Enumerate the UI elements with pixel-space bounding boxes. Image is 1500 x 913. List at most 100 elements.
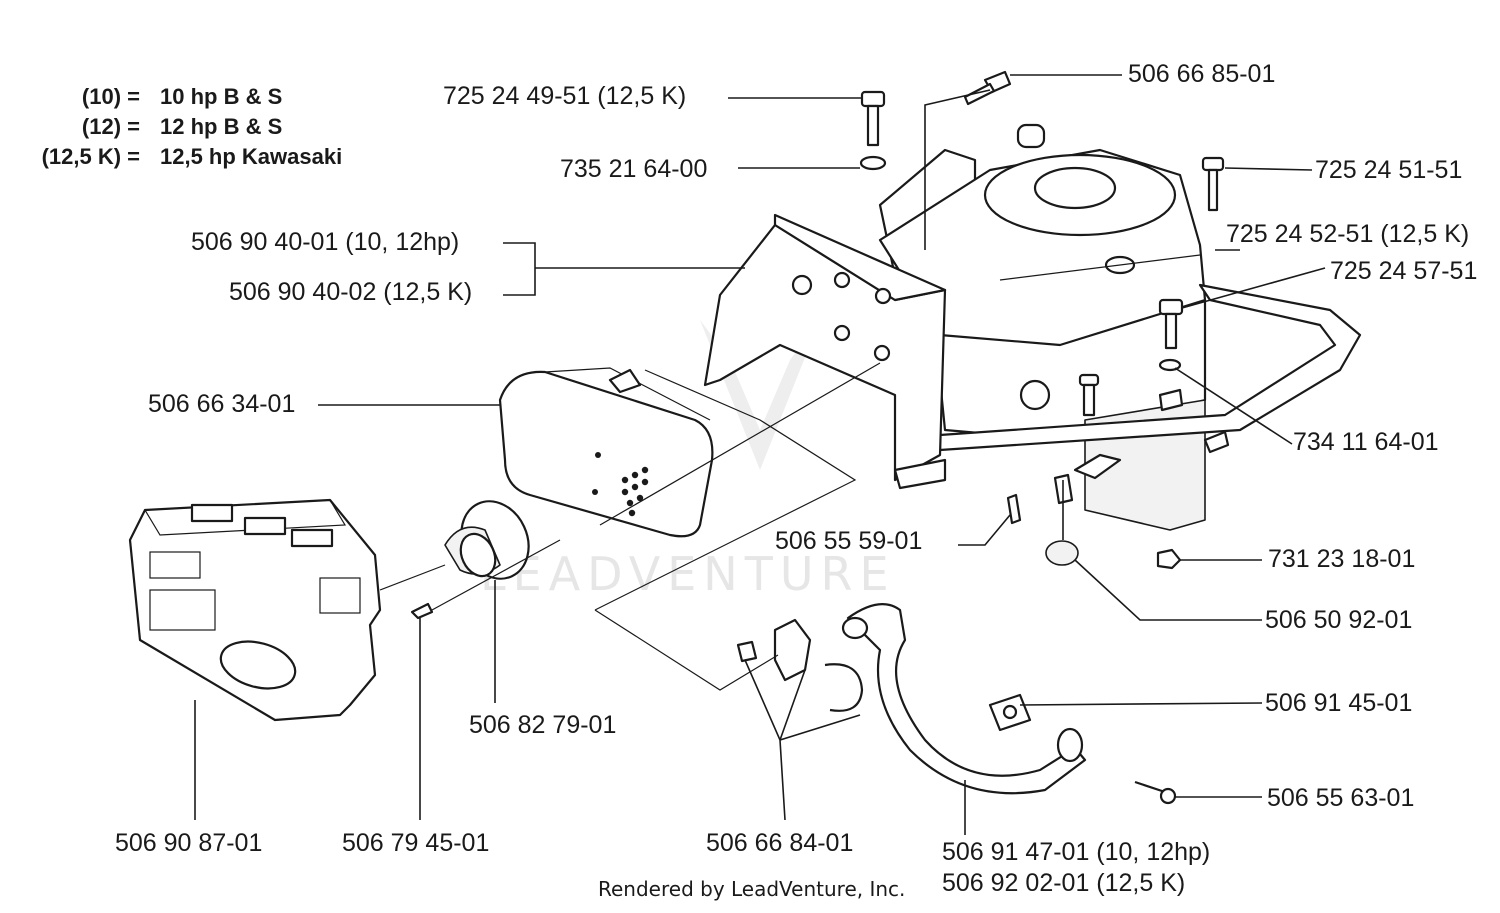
leader-734116401	[1174, 367, 1293, 445]
bolt-head	[860, 90, 886, 108]
engine-assembly	[703, 123, 1362, 531]
guard-vent-slot-3	[290, 528, 334, 548]
bracket-hole-4	[833, 324, 851, 342]
muffler-top-seam	[544, 367, 711, 421]
exhaust-bolt-head	[1159, 787, 1177, 805]
label-506827901: 506 82 79-01	[469, 711, 616, 739]
guard-vent-grid	[149, 551, 361, 631]
arrestor-tip	[459, 532, 497, 578]
watermark-logo	[700, 320, 820, 470]
muffler-inlet	[608, 368, 642, 394]
label-506904002: 506 90 40-02 (12,5 K)	[229, 278, 472, 306]
engine-air-intake	[1033, 166, 1117, 210]
gasket-hole	[1002, 704, 1018, 720]
frame-tab	[1203, 430, 1230, 454]
muffler-guard-screw	[410, 602, 434, 620]
label-725244951: 725 24 49-51 (12,5 K)	[443, 82, 686, 110]
label-506920201: 506 92 02-01 (12,5 K)	[942, 869, 1185, 897]
bracket-hole-5	[873, 344, 891, 362]
bolt-head	[1158, 298, 1184, 316]
muffler-vent	[595, 452, 601, 458]
leader-725245751	[1181, 267, 1326, 309]
nut	[1156, 548, 1182, 570]
guard-oval-opening	[219, 640, 297, 690]
label-725245251: 725 24 52-51 (12,5 K)	[1226, 220, 1469, 248]
watermark-text: LEADVENTURE	[480, 547, 896, 601]
engine-bracket-foot	[893, 458, 947, 490]
spacer-bushing	[1045, 540, 1079, 566]
render-credit: Rendered by LeadVenture, Inc.	[598, 877, 905, 901]
label-506904001: 506 90 40-01 (10, 12hp)	[191, 228, 459, 256]
clamp-nut	[736, 640, 758, 663]
shaft-key	[1006, 493, 1022, 525]
leader-506668501-b	[924, 89, 991, 250]
bracket-506904001	[503, 242, 536, 296]
washer	[1158, 358, 1182, 372]
engine-frame-tube	[938, 283, 1362, 452]
label-506668401: 506 66 84-01	[706, 829, 853, 857]
leader-506668401	[744, 659, 861, 821]
muffler	[498, 367, 714, 538]
label-506555901: 506 55 59-01	[775, 527, 922, 555]
bolt-shank	[866, 104, 880, 147]
reference-line	[594, 609, 779, 691]
engine-front-bracket	[703, 223, 947, 482]
label-725245151: 725 24 51-51	[1315, 156, 1462, 184]
bolt-head	[1201, 156, 1225, 172]
guard-vent-slot-2	[243, 516, 287, 536]
callout-labels: 725 24 49-51 (12,5 K) 506 66 85-01 735 2…	[115, 60, 1477, 897]
label-506509201: 506 50 92-01	[1265, 606, 1412, 634]
label-506908701: 506 90 87-01	[115, 829, 262, 857]
reference-line	[599, 362, 881, 526]
reference-line	[594, 369, 857, 611]
engine-exhaust-port	[1019, 379, 1051, 411]
washer	[859, 155, 887, 171]
exhaust-pipe-flange	[1056, 727, 1084, 763]
spark-arrestor	[444, 500, 530, 580]
engine-shroud-edge	[999, 254, 1201, 281]
engine-bracket-top-flange	[773, 213, 947, 302]
muffler-vent	[592, 489, 598, 495]
engine-fuel-cap	[1016, 123, 1046, 149]
muffler-outlet-holes	[621, 466, 649, 517]
legend-desc-12-5k: 12,5 hp Kawasaki	[160, 144, 342, 169]
legend: (10) = 10 hp B & S (12) = 12 hp B & S (1…	[42, 84, 343, 169]
spacer	[1158, 388, 1184, 412]
label-506794501: 506 79 45-01	[342, 829, 489, 857]
legend-desc-10: 10 hp B & S	[160, 84, 282, 109]
label-734116401: 734 11 64-01	[1293, 428, 1439, 456]
leader-506914501	[1019, 702, 1263, 706]
label-506555631: 506 55 63-01	[1267, 784, 1414, 812]
muffler-guard	[128, 498, 382, 722]
legend-code-12: (12) =	[82, 114, 140, 139]
reference-line	[431, 539, 561, 611]
label-506914501: 506 91 45-01	[1265, 689, 1412, 717]
leader-506509201	[1074, 559, 1262, 621]
label-506663401: 506 66 34-01	[148, 390, 295, 418]
label-735216400: 735 21 64-00	[560, 155, 707, 183]
reference-line	[379, 564, 446, 591]
exhaust-bolt	[1134, 780, 1166, 794]
muffler-body	[498, 370, 714, 538]
legend-code-10: (10) =	[82, 84, 140, 109]
leader-725245151	[1224, 167, 1313, 171]
label-725245751: 725 24 57-51	[1330, 257, 1477, 285]
exhaust-pipe	[846, 602, 1087, 795]
leader-506555901	[958, 514, 1011, 546]
bolt-shank	[1164, 312, 1178, 350]
guard-top-edge	[143, 499, 347, 536]
label-731231801: 731 23 18-01	[1268, 545, 1415, 573]
legend-desc-12: 12 hp B & S	[160, 114, 282, 139]
bolt-shank	[1207, 168, 1219, 212]
leader-lines	[194, 74, 1326, 835]
exhaust-pipe-inlet	[841, 616, 869, 640]
guard-vent-slot-1	[190, 503, 234, 523]
bolt-shank	[963, 82, 996, 106]
label-506914701: 506 91 47-01 (10, 12hp)	[942, 838, 1210, 866]
u-bolt	[824, 663, 864, 712]
watermark: LEADVENTURE	[480, 320, 896, 601]
exhaust-pipe-assembly	[736, 602, 1177, 805]
bracket-hole-1	[791, 274, 813, 296]
